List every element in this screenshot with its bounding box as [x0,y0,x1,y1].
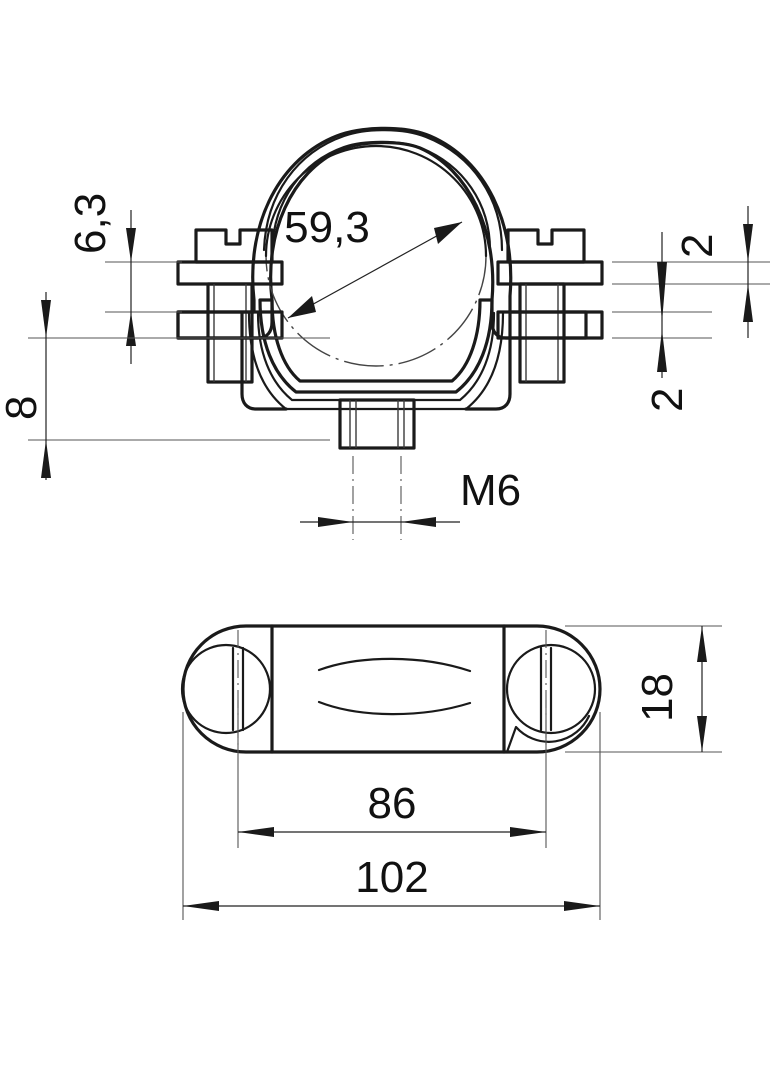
dim-arrow-102-left [183,901,219,911]
dim-arrow-2bot-lower [657,330,667,372]
dim-thickness-top: 2 [673,234,722,258]
top-view: 18 86 102 [180,624,722,920]
clamp-inner-band [258,298,494,394]
top-right-screw-head [505,643,597,735]
dim-arrow-63-top [126,228,136,262]
clamp-right-arm [464,311,512,411]
plate-outline [181,624,602,754]
right-screw [496,228,604,384]
bore-circle-upper [264,144,488,258]
dim-arrow-86-left [238,827,274,837]
left-screw-flange-upper [176,260,284,286]
bore-dim-arrow-start [288,296,316,318]
m6-stud [338,398,416,450]
dim-overall-length: 102 [355,853,428,902]
right-screw-flange-upper [496,260,604,286]
top-right-screw-tab [505,714,591,754]
clamp-outer-band [176,126,588,340]
dim-arrow-8-bottom [41,440,51,478]
bore-dim-line [287,221,463,319]
bore-dim-arrow-end [434,222,462,244]
clamp-left-arm [240,311,288,411]
top-left-screw-head [180,643,272,735]
dim-screw-head-thickness: 6,3 [66,193,115,254]
dim-thread-spec: M6 [460,466,521,515]
dim-arrow-102-right [564,901,600,911]
dim-arrow-18-top [697,626,707,662]
dim-arrow-18-bottom [697,716,707,752]
right-screw-shank [518,282,566,384]
plate-saddle-upper [317,657,472,673]
clamp-crest-arc-1 [262,129,504,252]
clamp-crest-arc-2 [270,140,492,252]
dim-hole-spacing: 86 [368,779,417,828]
m6-stud-body [338,398,416,450]
plate-saddle-lower [317,700,472,716]
dim-arrow-2bot-upper [657,262,667,322]
dim-arrow-2top-lower [743,284,753,322]
dim-bore-diameter: 59,3 [284,203,370,252]
right-screw-flange-lower [496,310,604,340]
m6-dim-arrow-left [318,517,353,527]
dim-thickness-bottom: 2 [643,388,692,412]
dim-plate-width: 18 [633,673,682,722]
dim-arrow-86-right [510,827,546,837]
front-view: 59,3 [0,126,770,540]
m6-dim-arrow-right [401,517,436,527]
dim-arrow-8-top [41,300,51,338]
dim-base-height: 8 [0,396,46,420]
left-screw-shank [206,282,254,384]
dim-arrow-2top-upper [743,224,753,262]
